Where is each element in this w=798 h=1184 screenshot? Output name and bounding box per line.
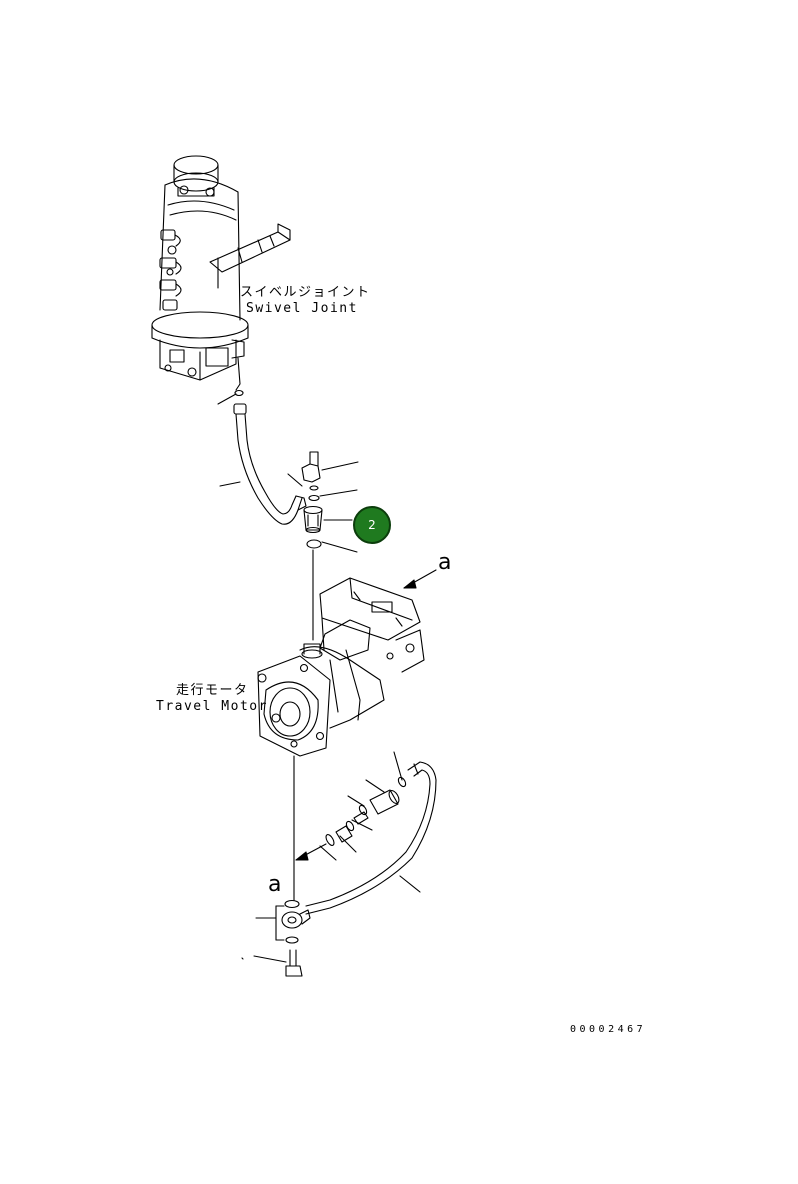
swivel-joint-label-en: Swivel Joint <box>246 301 358 316</box>
drawing-number: 00002467 <box>570 1024 647 1035</box>
swivel-joint-illustration <box>152 156 290 396</box>
lower-hose <box>306 762 436 914</box>
travel-motor-illustration <box>258 578 424 756</box>
lower-fittings <box>296 752 407 860</box>
upper-hose <box>234 404 306 524</box>
travel-motor-label-en: Travel Motor <box>156 699 268 714</box>
swivel-joint-label-jp: スイベルジョイント <box>240 285 371 300</box>
part-callout-2[interactable]: 2 <box>353 506 391 544</box>
fittings-stack <box>220 452 358 552</box>
reference-mark-a-top: a <box>438 550 452 575</box>
arrow-a-top <box>404 570 436 588</box>
reference-mark-a-bottom: a <box>268 872 282 897</box>
leader-line <box>218 394 236 404</box>
travel-motor-label-jp: 走行モータ <box>176 683 249 698</box>
banjo-bolt-assembly <box>242 876 420 976</box>
